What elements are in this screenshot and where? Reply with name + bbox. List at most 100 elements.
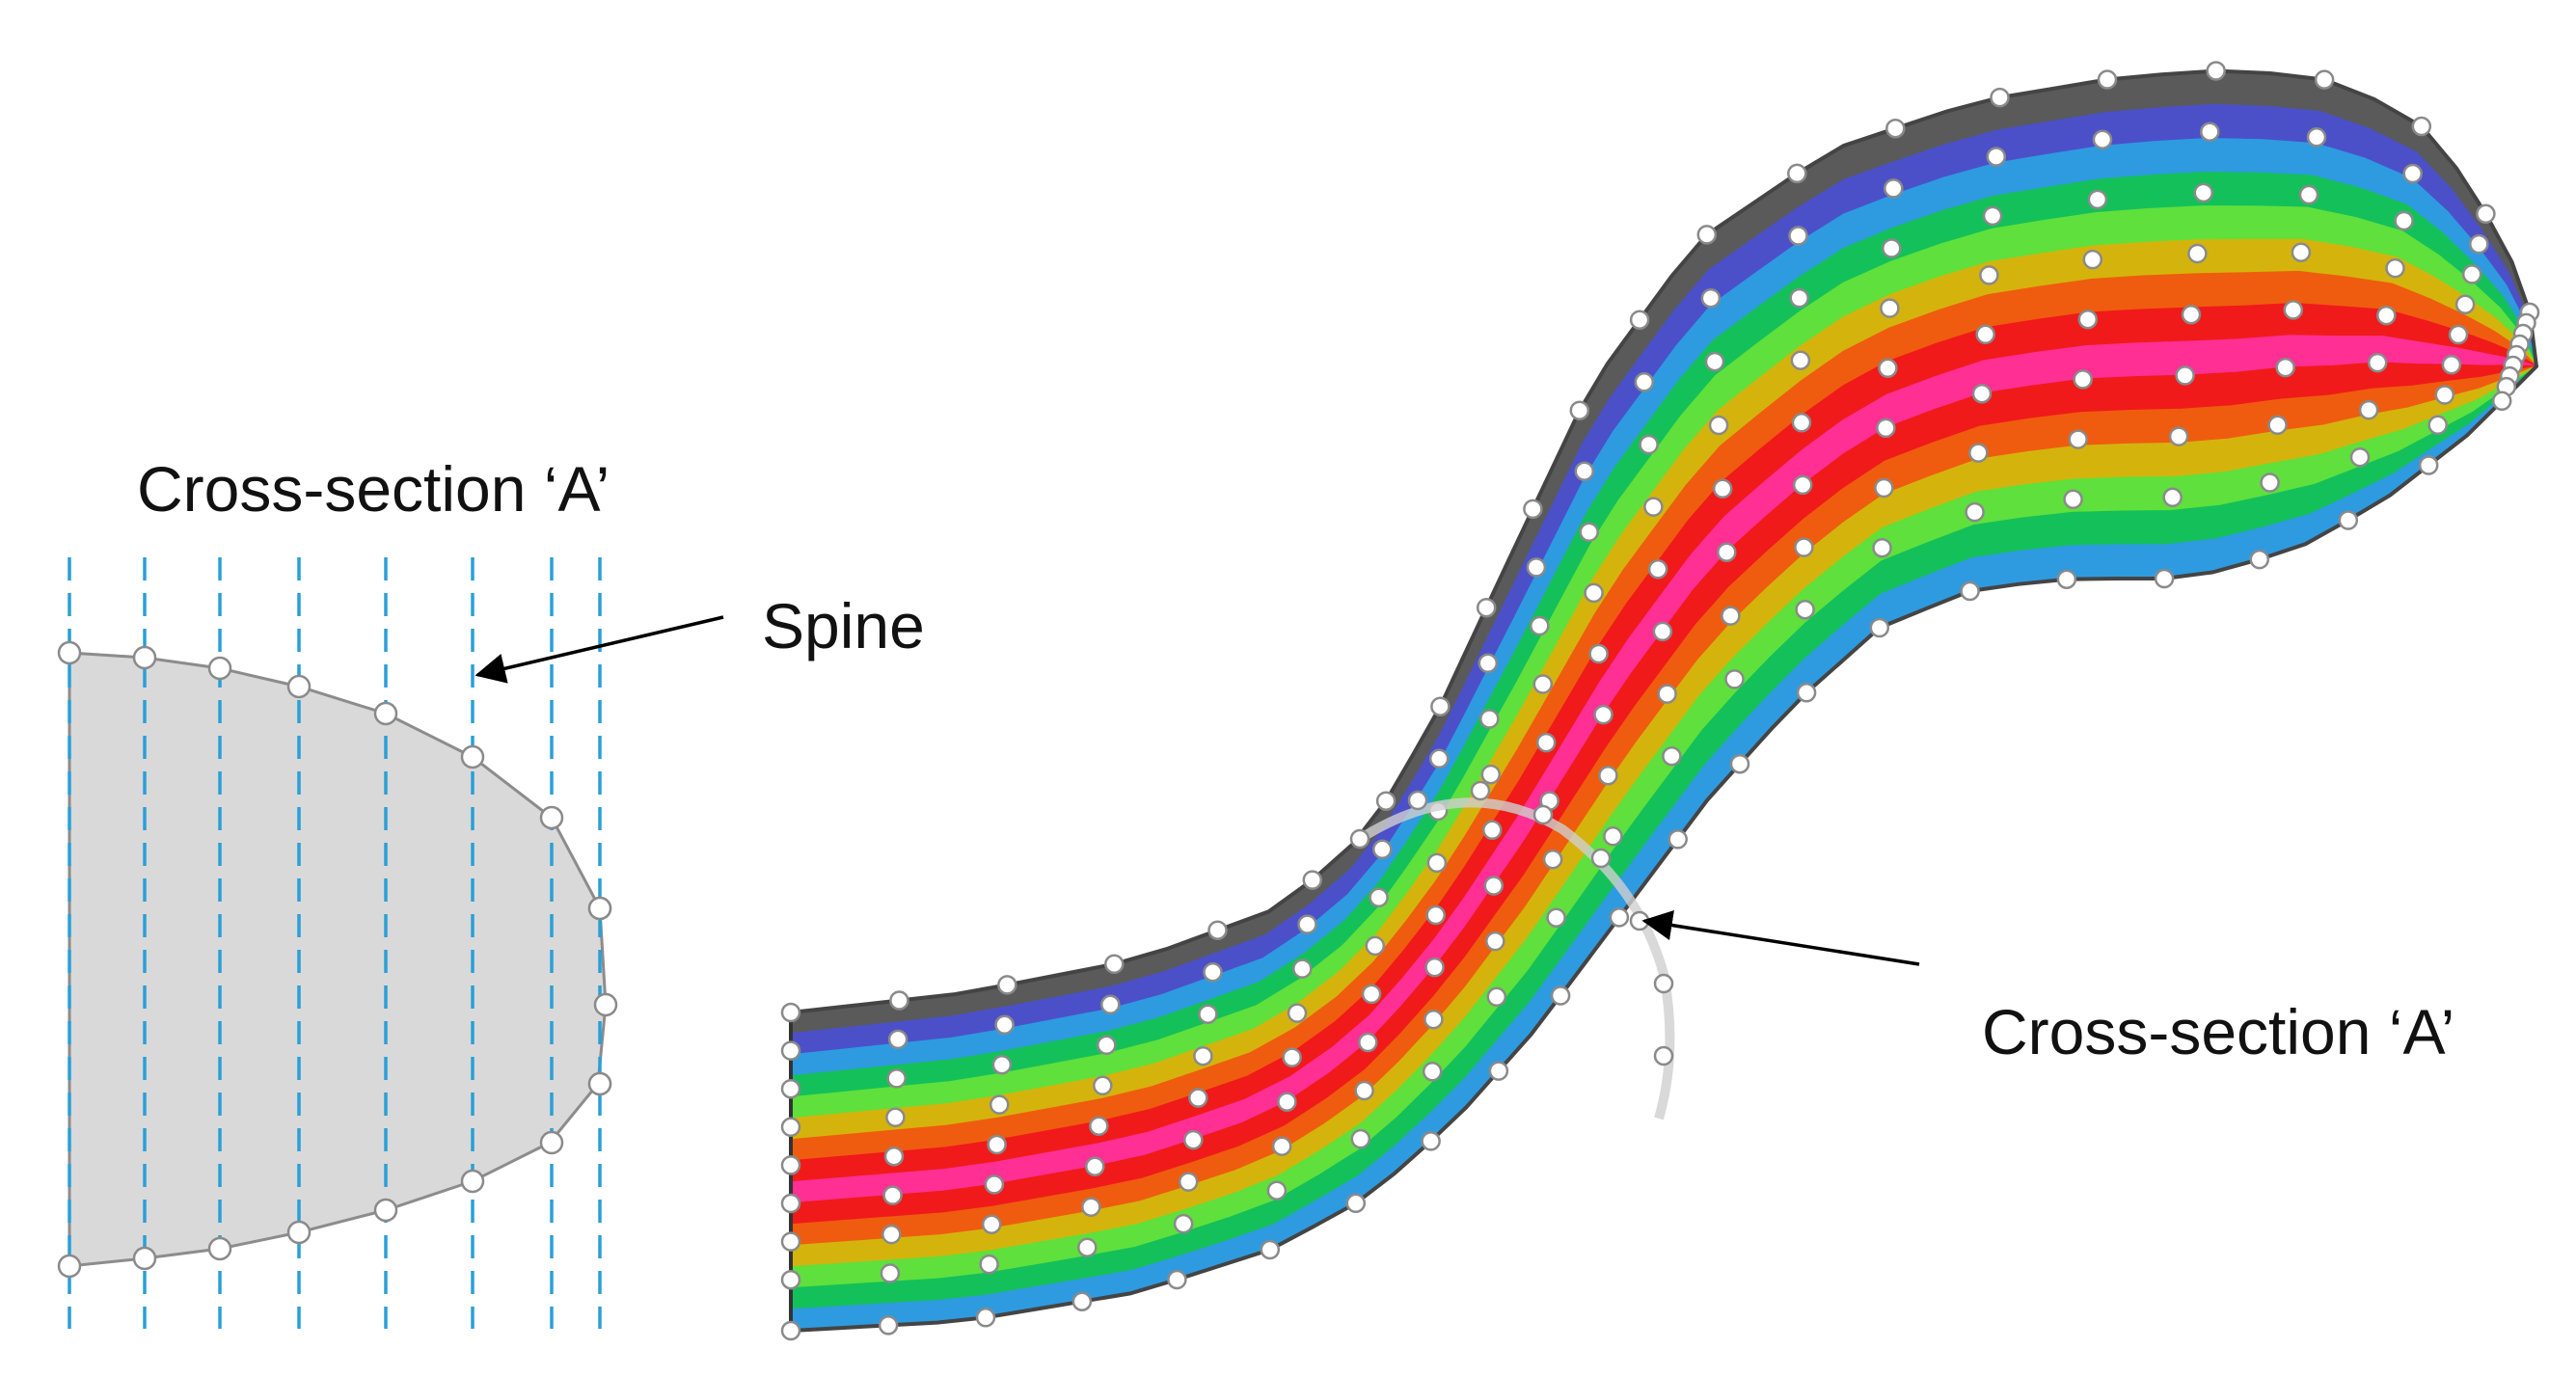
mesh-node [1542, 849, 1563, 870]
mesh-node [1365, 935, 1386, 957]
mesh-node [994, 1014, 1015, 1036]
mesh-node [2418, 455, 2439, 475]
section-node [57, 1254, 82, 1279]
mesh-node [1173, 1213, 1194, 1234]
mesh-node [780, 1078, 801, 1099]
mesh-node [1097, 1035, 1117, 1056]
mesh-node [1085, 1156, 1105, 1176]
mesh-node [2476, 203, 2496, 225]
mesh-node [2385, 257, 2405, 279]
mesh-node [1428, 748, 1450, 769]
mesh-node [1488, 1061, 1509, 1081]
mesh-node [2087, 189, 2108, 210]
mesh-node [1700, 287, 1722, 309]
mesh-node [1584, 582, 1604, 604]
mesh-node [1535, 732, 1557, 753]
mesh-node [1704, 351, 1725, 372]
cross-section-nodes [57, 640, 618, 1279]
cross-section-a-node [1407, 790, 1428, 811]
mesh-node [886, 1068, 907, 1089]
mesh-node [1696, 225, 1718, 245]
mesh-node [2092, 129, 2113, 149]
body-outline [789, 68, 2539, 1334]
mesh-node [2068, 429, 2088, 449]
mesh-node [1297, 914, 1317, 934]
section-node [587, 1071, 612, 1096]
mesh-node [1375, 791, 1396, 811]
mesh-node [1986, 147, 2007, 167]
spine-label: Spine [762, 590, 925, 661]
mesh-node [2461, 264, 2482, 284]
mesh-node [2349, 446, 2371, 468]
mesh-node [2454, 294, 2476, 314]
mesh-node [2441, 354, 2462, 375]
mesh-node [1874, 477, 1894, 499]
mesh-node [1193, 1045, 1213, 1066]
mesh-node [2338, 510, 2359, 530]
mesh-node [1292, 958, 1313, 979]
mesh-node [885, 1107, 906, 1128]
mesh-node [2187, 243, 2208, 264]
mesh-node [1729, 753, 1750, 774]
mesh-node [1093, 1075, 1113, 1096]
mesh-node [1361, 984, 1382, 1005]
mesh-node [1880, 298, 1900, 318]
mesh-node [1647, 559, 1668, 580]
mesh-node [1965, 501, 1985, 523]
mesh-node [1960, 580, 1980, 602]
mesh-node [2291, 242, 2312, 262]
mesh-node [2469, 233, 2489, 255]
mesh-node [1668, 829, 1688, 850]
mesh-node [2063, 489, 2083, 510]
mesh-node [2298, 184, 2319, 205]
mesh-node [2162, 487, 2183, 508]
spine-arrow [475, 615, 724, 684]
mesh-node [1721, 606, 1741, 626]
mesh-node [1430, 696, 1451, 716]
mesh-node [1188, 1088, 1208, 1108]
mesh-node [1424, 957, 1445, 978]
mesh-node [1878, 358, 1898, 379]
mesh-node [887, 1029, 908, 1050]
mesh-node [2358, 399, 2379, 420]
mesh-node [1789, 287, 1809, 309]
mesh-node [1178, 1172, 1199, 1192]
mesh-node [1282, 1047, 1302, 1067]
mesh-node [780, 1155, 801, 1175]
mesh-node [1478, 653, 1499, 674]
mesh-node [997, 975, 1017, 995]
mesh-node [889, 990, 909, 1011]
mesh-node [2367, 352, 2388, 373]
mesh-node [1788, 226, 1808, 246]
mesh-node [1350, 1128, 1371, 1149]
mesh-node [780, 1040, 801, 1061]
mesh-node [1550, 985, 1571, 1006]
mesh-node [883, 1146, 905, 1167]
cross-section-left-label: Cross-section ‘A’ [137, 453, 610, 525]
mesh-node [1990, 87, 2010, 108]
mesh-node [1104, 954, 1125, 975]
cross-section-right-label: Cross-section ‘A’ [1982, 996, 2454, 1067]
section-node [286, 1220, 312, 1245]
mesh-node [2168, 426, 2189, 446]
mesh-node [1884, 178, 1904, 199]
cross-section-a-marker [1349, 780, 1675, 1120]
mesh-node [1795, 599, 1815, 620]
section-node [132, 645, 157, 670]
mesh-node [1358, 1032, 1378, 1053]
mesh-node [1476, 597, 1497, 618]
mesh-node [1787, 163, 1807, 184]
mesh-node [1968, 443, 1989, 463]
section-node [539, 805, 564, 830]
mesh-node [989, 1094, 1010, 1115]
mesh-node [1482, 820, 1503, 841]
mesh-node [1717, 542, 1737, 562]
mesh-node [1480, 764, 1502, 785]
mesh-node [1081, 1197, 1101, 1217]
mesh-node [1369, 887, 1389, 908]
mesh-node [1609, 907, 1630, 928]
mesh-node [2181, 304, 2202, 325]
mesh-node [2267, 415, 2288, 436]
mesh-node [1203, 961, 1223, 983]
